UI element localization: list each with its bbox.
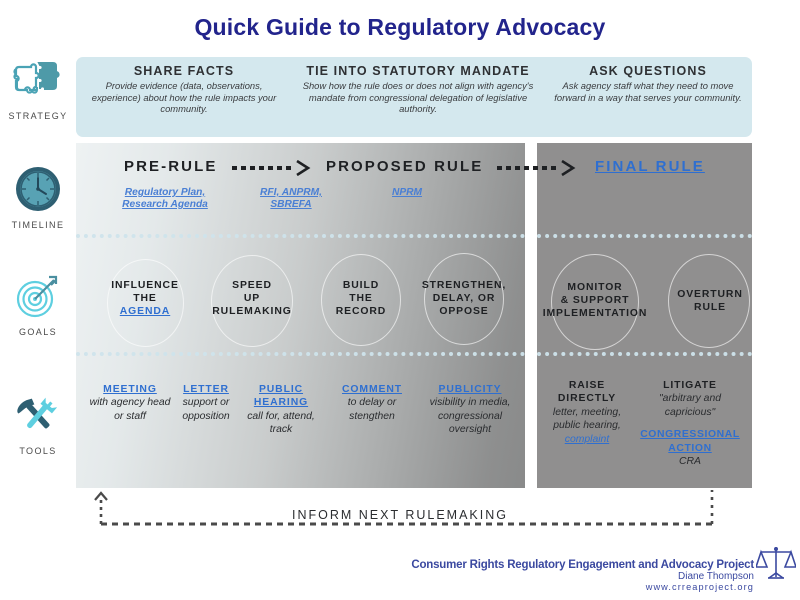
inform-next-rulemaking-loop	[92, 488, 718, 535]
timeline-stage-pre-rule[interactable]: PRE-RULE	[124, 158, 218, 175]
rail-item-timeline: TIMELINE	[4, 165, 72, 230]
footer-author: Diane Thompson	[678, 571, 754, 582]
goal-monitor-support-implementation[interactable]: MONITOR & SUPPORT IMPLEMENTATION	[522, 281, 668, 320]
arrow-proposed-to-final-icon	[497, 160, 579, 176]
tool-heading: LITIGATE	[663, 380, 717, 391]
goal-circle-5	[551, 254, 639, 350]
arrow-pre-to-proposed-icon	[232, 160, 314, 176]
loop-label: INFORM NEXT RULEMAKING	[291, 508, 508, 522]
tool-body: "arbitrary and capricious"	[658, 393, 722, 418]
tool-publicity[interactable]: PUBLICITY visibility in media, congressi…	[420, 383, 520, 437]
goal-line3: IMPLEMENTATION	[542, 308, 648, 319]
rail-item-tools: TOOLS	[4, 393, 72, 456]
goal-line2: & SUPPORT	[560, 295, 630, 306]
tool-body: letter, meeting, public hearing,	[552, 406, 622, 432]
tool-raise-directly[interactable]: RAISE DIRECTLY letter, meeting, public h…	[545, 379, 629, 446]
divider-goals-tools	[76, 352, 525, 356]
timeline-stage-final-rule[interactable]: FINAL RULE	[595, 158, 705, 175]
rail-label-timeline: TIMELINE	[11, 220, 65, 230]
goal-line1: BUILD	[342, 280, 380, 291]
strategy-heading: SHARE FACTS	[133, 64, 235, 78]
rail-label-goals: GOALS	[18, 327, 57, 337]
tool-body: visibility in media, congressional overs…	[429, 397, 511, 436]
timeline-stage-proposed-rule[interactable]: PROPOSED RULE	[326, 158, 484, 175]
footer: Consumer Rights Regulatory Engagement an…	[411, 559, 754, 592]
rail-item-strategy: STRATEGY	[4, 60, 72, 121]
goal-strengthen-delay-oppose[interactable]: STRENGTHEN, DELAY, OR OPPOSE	[404, 279, 524, 318]
goal-line1: OVERTURN	[677, 289, 743, 300]
tool-body: with agency head or staff	[89, 397, 171, 422]
goal-line2: RULE	[694, 302, 726, 313]
goal-line3: RECORD	[335, 306, 387, 317]
goal-line2: THE	[349, 293, 373, 304]
rail-label-strategy: STRATEGY	[8, 111, 68, 121]
tool-meeting[interactable]: MEETING with agency head or staff	[88, 383, 172, 423]
timeline-link-proposed-early[interactable]: RFI, ANPRM, SBREFA	[260, 187, 322, 210]
footer-org: Consumer Rights Regulatory Engagement an…	[411, 559, 754, 571]
strategy-heading: TIE INTO STATUTORY MANDATE	[306, 64, 530, 78]
goal-line1: MONITOR	[567, 282, 623, 293]
rail-label-tools: TOOLS	[19, 446, 57, 456]
strategy-column-statutory-mandate: TIE INTO STATUTORY MANDATE Show how the …	[292, 64, 544, 115]
timeline-link-pre-rule[interactable]: Regulatory Plan, Research Agenda	[122, 187, 208, 210]
goal-overturn-rule[interactable]: OVERTURN RULE	[660, 288, 760, 314]
divider-timeline-goals	[537, 234, 752, 238]
goal-circle-1	[107, 259, 184, 347]
goal-circle-6	[668, 254, 750, 348]
tool-body: call for, attend, track	[247, 410, 315, 436]
tool-heading: RAISE DIRECTLY	[557, 380, 617, 405]
tool-cra-label: CRA	[679, 456, 701, 468]
goal-line3: OPPOSE	[439, 306, 489, 317]
scales-of-justice-icon	[754, 543, 798, 590]
tool-heading-link[interactable]: LETTER	[183, 384, 229, 395]
goal-line1: STRENGTHEN,	[421, 280, 507, 291]
goal-line3: RULEMAKING	[212, 306, 292, 317]
goal-influence-the-agenda[interactable]: INFLUENCE THE AGENDA	[80, 279, 210, 318]
strategy-heading: ASK QUESTIONS	[589, 64, 707, 78]
goal-line2: THE	[133, 293, 157, 304]
tool-heading-link[interactable]: COMMENT	[342, 384, 402, 395]
tool-heading-link[interactable]: PUBLIC HEARING	[253, 384, 309, 409]
tool-complaint-link[interactable]: complaint	[564, 433, 610, 445]
strategy-body: Ask agency staff what they need to move …	[554, 80, 742, 103]
strategy-body: Provide evidence (data, observations, ex…	[91, 80, 277, 115]
goal-circle-4	[424, 253, 504, 345]
rail-item-goals: GOALS	[4, 272, 72, 337]
goal-circle-2	[211, 255, 293, 347]
goal-line2: UP	[243, 293, 261, 304]
goal-circle-3	[321, 254, 401, 346]
clock-icon	[4, 165, 72, 218]
divider-timeline-goals	[76, 234, 525, 238]
footer-website[interactable]: www.crreaproject.org	[645, 582, 754, 592]
tools-icon	[4, 393, 72, 444]
divider-goals-tools	[537, 352, 752, 356]
tool-body: support or opposition	[182, 397, 230, 422]
timeline-link-nprm[interactable]: NPRM	[392, 187, 422, 198]
tool-comment[interactable]: COMMENT to delay or stengthen	[326, 383, 418, 423]
page-title: Quick Guide to Regulatory Advocacy	[194, 14, 606, 40]
target-icon	[4, 272, 72, 325]
tool-heading-link[interactable]: MEETING	[103, 384, 157, 395]
goal-line2: DELAY, OR	[432, 293, 496, 304]
tool-body: to delay or stengthen	[347, 397, 397, 422]
strategy-column-ask-questions: ASK QUESTIONS Ask agency staff what they…	[544, 64, 752, 103]
tool-litigate[interactable]: LITIGATE "arbitrary and capricious" CONG…	[634, 379, 746, 468]
goal-line3-link[interactable]: AGENDA	[119, 306, 171, 317]
goal-line1: SPEED	[232, 280, 272, 291]
tool-congressional-action-link[interactable]: CONGRESSIONAL ACTION	[640, 429, 740, 454]
goal-speed-up-rulemaking[interactable]: SPEED UP RULEMAKING	[192, 279, 312, 318]
tool-letter[interactable]: LETTER support or opposition	[164, 383, 248, 423]
goal-line1: INFLUENCE	[111, 280, 179, 291]
puzzle-icon	[4, 60, 72, 109]
goal-build-the-record[interactable]: BUILD THE RECORD	[311, 279, 411, 318]
tool-heading-link[interactable]: PUBLICITY	[438, 384, 502, 395]
strategy-column-share-facts: SHARE FACTS Provide evidence (data, obse…	[76, 64, 292, 115]
tool-public-hearing[interactable]: PUBLIC HEARING call for, attend, track	[240, 383, 322, 437]
strategy-banner: SHARE FACTS Provide evidence (data, obse…	[76, 57, 752, 137]
strategy-body: Show how the rule does or does not align…	[302, 80, 534, 115]
tool-spacer	[634, 419, 746, 428]
